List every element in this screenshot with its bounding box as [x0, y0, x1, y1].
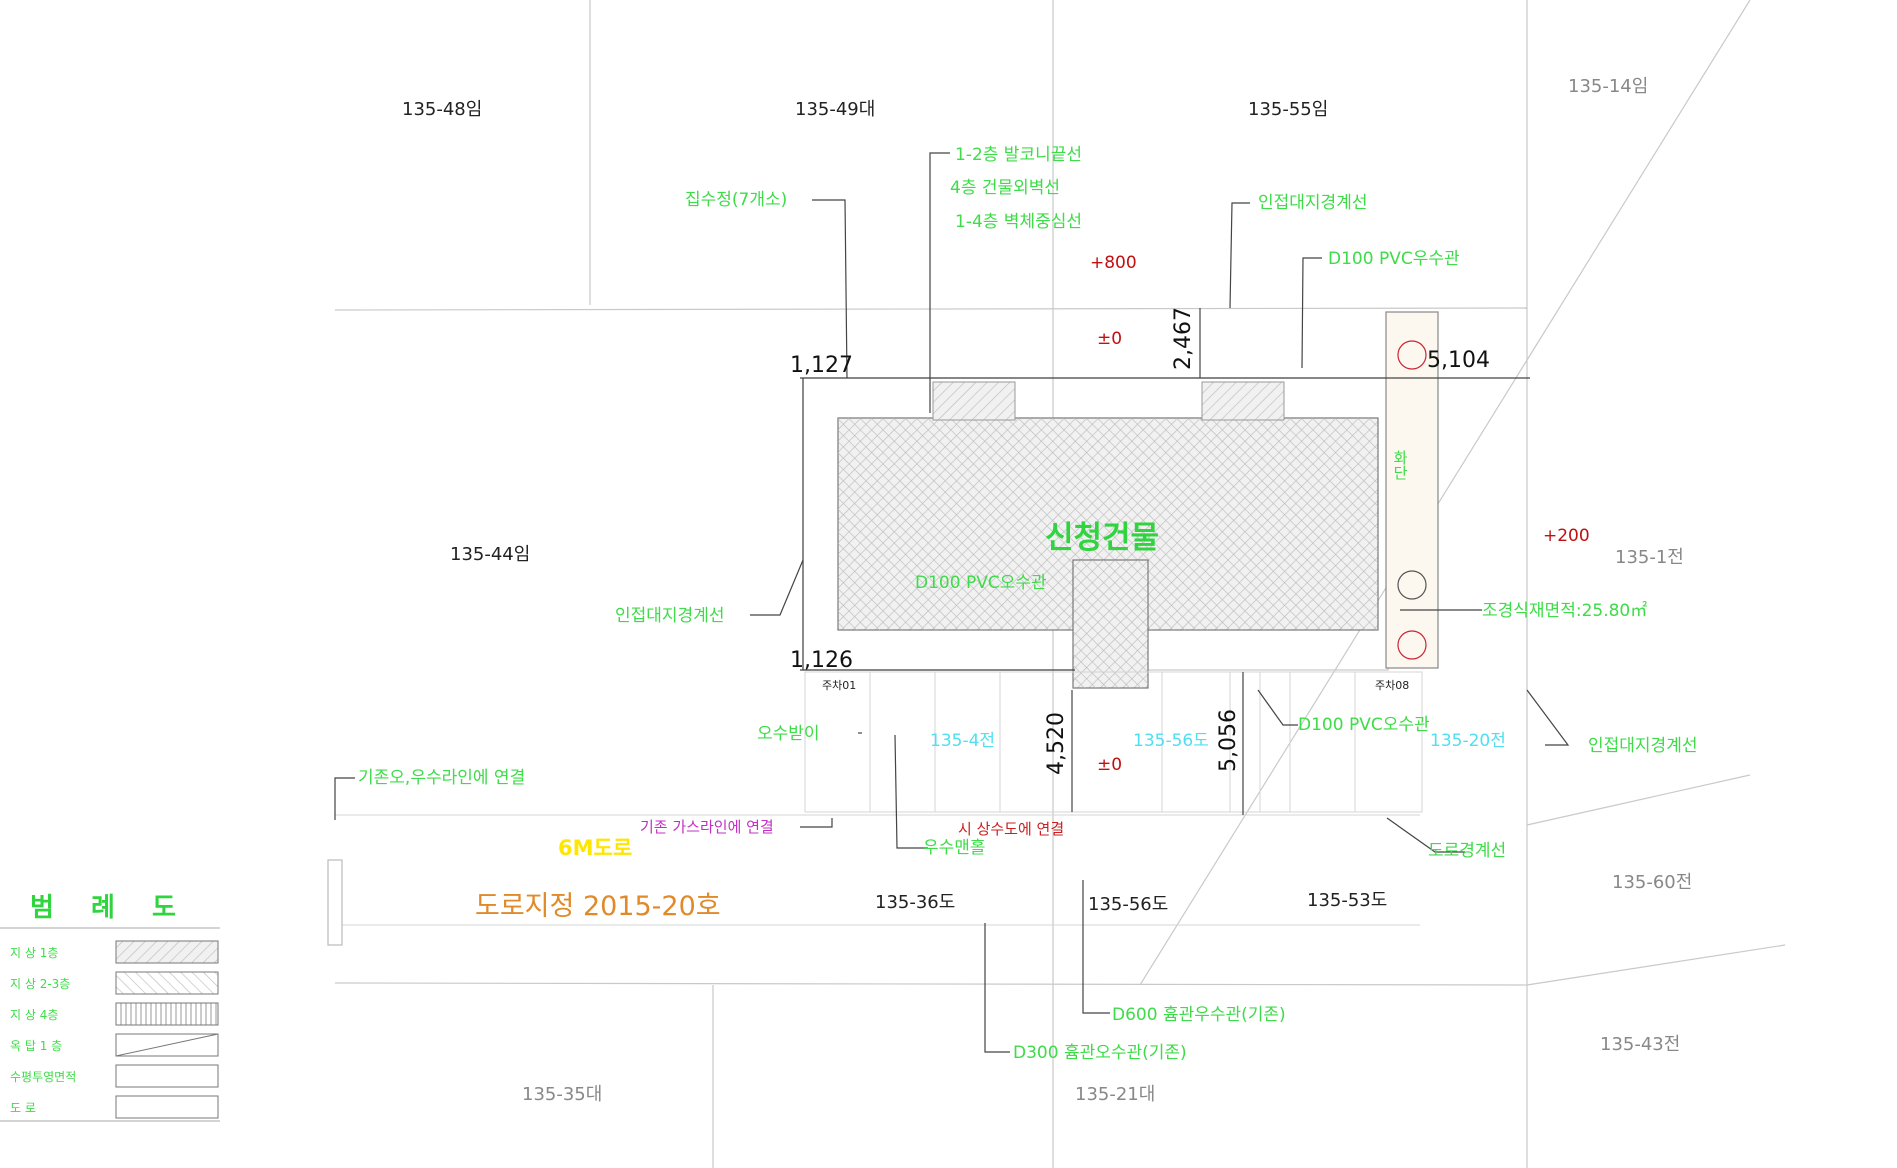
adjacent-boundary-right-label: 인접대지경계선 — [1588, 736, 1697, 756]
dimension-lines — [800, 308, 1530, 815]
connect-gas-label: 기존 가스라인에 연결 — [640, 818, 774, 836]
parking-right-label: 주차08 — [1375, 679, 1409, 692]
legend-row: 도 로 — [10, 1095, 219, 1119]
legend-label: 옥 탑 1 층 — [10, 1039, 62, 1053]
legend-swatch — [115, 940, 219, 964]
flowerbed-label: 화단 — [1391, 450, 1409, 480]
pvc-rain-pipe-label: D100 PVC우수관 — [1328, 249, 1460, 269]
parcel-135-55: 135-55임 — [1248, 99, 1328, 120]
parcel-135-21: 135-21대 — [1075, 1084, 1155, 1105]
legend-label: 지 상 2-3층 — [10, 977, 70, 991]
level-zero-bottom: ±0 — [1097, 755, 1122, 775]
inlet-label: 집수정(7개소) — [685, 190, 787, 210]
building-footprint — [802, 311, 1439, 689]
dimension-1127: 1,127 — [790, 353, 853, 378]
parcel-135-48: 135-48임 — [402, 99, 482, 120]
legend-row: 수평투영면적 — [10, 1064, 219, 1088]
wall-center-label: 1-4층 벽체중심선 — [955, 212, 1082, 232]
level-plus-800: +800 — [1090, 253, 1137, 273]
dimension-4520: 4,520 — [1044, 712, 1069, 775]
legend-label: 지 상 4층 — [10, 1008, 58, 1022]
road-boundary-label: 도로경계선 — [1428, 841, 1506, 861]
connect-existing-lines-label: 기존오,우수라인에 연결 — [358, 768, 525, 788]
parcel-135-56: 135-56도 — [1088, 894, 1168, 915]
parcel-boundaries — [334, 0, 1786, 1168]
dimension-5104: 5,104 — [1427, 348, 1490, 373]
parking-left-label: 주차01 — [822, 679, 856, 692]
building-title: 신청건물 — [1045, 520, 1159, 556]
sewer-pipe-right-label: D100 PVC오수관 — [1298, 715, 1430, 735]
rainwater-manhole-label: 우수맨홀 — [923, 838, 986, 858]
parcel-135-60: 135-60전 — [1612, 872, 1692, 893]
legend-row: 지 상 2-3층 — [10, 971, 219, 995]
connect-water-label: 시 상수도에 연결 — [958, 820, 1064, 838]
parcel-135-43: 135-43전 — [1600, 1034, 1680, 1055]
dimension-2467: 2,467 — [1171, 307, 1196, 370]
parking-stall-3-label: 135-20전 — [1430, 731, 1506, 751]
parcel-135-49: 135-49대 — [795, 99, 875, 120]
legend-label: 지 상 1층 — [10, 946, 58, 960]
rainwater-sump-label: 오수받이 — [757, 724, 820, 744]
parcel-135-44: 135-44임 — [450, 544, 530, 565]
parking-stall-2-label: 135-56도 — [1133, 731, 1209, 751]
leader-lines — [334, 152, 1570, 1053]
legend-swatch — [115, 1095, 219, 1119]
parcel-135-53: 135-53도 — [1307, 890, 1387, 911]
legend-label: 수평투영면적 — [10, 1070, 76, 1084]
adjacent-boundary-top-label: 인접대지경계선 — [1258, 193, 1367, 213]
landscape-area-label: 조경식재면적:25.80㎡ — [1482, 601, 1647, 621]
road-name-label: 6M도로 — [558, 836, 632, 860]
parking-stalls — [804, 671, 1423, 813]
dimension-5056: 5,056 — [1216, 709, 1241, 772]
parking-stall-1-label: 135-4전 — [930, 731, 995, 751]
legend-swatch — [115, 1064, 219, 1088]
storm-pipe-existing-label: D600 흄관우수관(기존) — [1112, 1005, 1286, 1025]
sewer-pipe-inner-label: D100 PVC오수관 — [915, 573, 1047, 593]
road-designation-label: 도로지정 2015-20호 — [475, 891, 721, 922]
parcel-135-36: 135-36도 — [875, 892, 955, 913]
level-zero-top: ±0 — [1097, 329, 1122, 349]
legend-row: 지 상 4층 — [10, 1002, 219, 1026]
legend-swatch — [115, 1002, 219, 1026]
wall-line-4f-label: 4층 건물외벽선 — [950, 178, 1060, 198]
level-plus-200: +200 — [1543, 526, 1590, 546]
parcel-135-1: 135-1전 — [1615, 547, 1684, 568]
legend: 범 례 도 지 상 1층 지 상 2-3층 지 상 4층 옥 탑 1 층 수평투… — [0, 893, 220, 1122]
legend-row: 지 상 1층 — [10, 940, 219, 964]
legend-title: 범 례 도 — [30, 893, 190, 923]
sewer-pipe-existing-label: D300 흄관오수관(기존) — [1013, 1043, 1187, 1063]
balcony-line-label: 1-2층 발코니끝선 — [955, 145, 1082, 165]
parcel-135-35: 135-35대 — [522, 1084, 602, 1105]
legend-swatch — [115, 971, 219, 995]
road-area — [327, 814, 1420, 946]
legend-row: 옥 탑 1 층 — [10, 1033, 219, 1057]
parcel-135-14: 135-14임 — [1568, 76, 1648, 97]
dimension-1126: 1,126 — [790, 648, 853, 673]
adjacent-boundary-left-label: 인접대지경계선 — [615, 606, 724, 626]
legend-label: 도 로 — [10, 1101, 36, 1115]
